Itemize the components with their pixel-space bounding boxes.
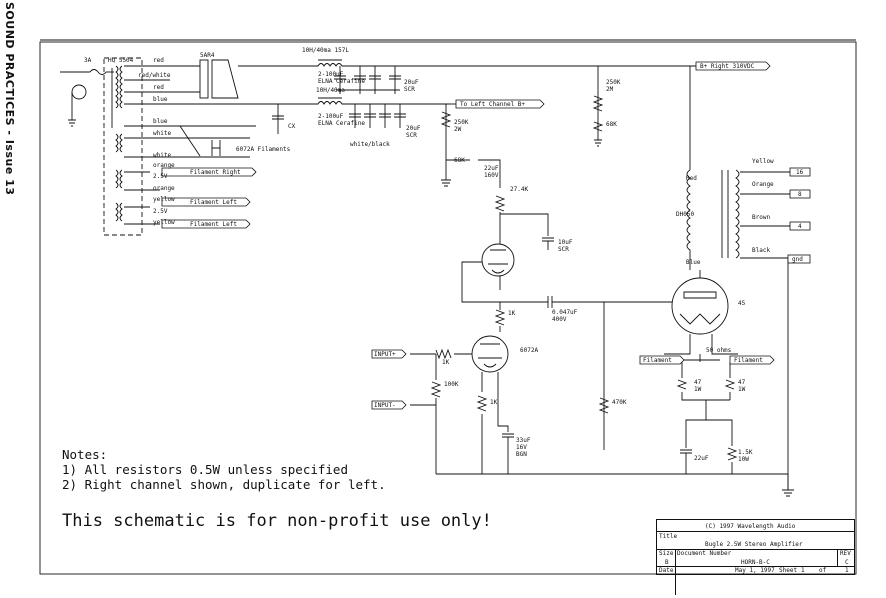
- tb-date-label: Date:: [659, 567, 678, 574]
- disclaimer: This schematic is for non-profit use onl…: [62, 511, 492, 531]
- cx-label: CX: [288, 123, 296, 130]
- brown-label: Brown: [752, 214, 770, 221]
- tag-fil-left2: Filament Left: [190, 221, 237, 228]
- transformer-label: HQ 5504: [108, 57, 134, 64]
- pin-gnd: gnd: [792, 256, 803, 263]
- orange-label: Orange: [752, 181, 774, 188]
- tb-sheet: 1: [801, 567, 805, 574]
- ground-icon: [68, 92, 76, 127]
- tb-size: B: [665, 559, 669, 566]
- wire-8: 2.5V: [153, 173, 168, 180]
- r470k-label: 470K: [612, 399, 627, 406]
- tb-rev: C: [845, 559, 849, 566]
- r100k-label: 100K: [444, 381, 459, 388]
- tag-input-minus: INPUT-: [374, 402, 396, 409]
- tag-fil-left1: Filament Left: [190, 199, 237, 206]
- fuse-icon: [89, 69, 107, 75]
- wire-3: blue: [153, 96, 168, 103]
- rectifier-tube: [199, 59, 209, 99]
- tb-doc-label: Document Number: [677, 550, 732, 557]
- tb-rev-label: REV: [840, 550, 851, 557]
- r274k-label: 27.4K: [510, 186, 528, 193]
- choke2-label: 10H/40ma: [316, 87, 345, 94]
- tb-date: May 1, 1997: [735, 567, 775, 574]
- choke-1: [300, 59, 450, 67]
- wire-9: orange: [153, 185, 175, 192]
- tb-copyright: (C) 1997 Wavelength Audio: [705, 523, 796, 530]
- tag-to-left: To Left Channel B+: [460, 101, 525, 108]
- tb-of: of: [819, 567, 827, 574]
- r68k-label: 68K: [454, 157, 465, 164]
- r1k-plate-label: 1K: [508, 310, 516, 317]
- ot-label: DH050: [676, 211, 694, 218]
- title-block: (C) 1997 Wavelength Audio Title Bugle 2.…: [656, 519, 855, 595]
- choke1-label: 10H/40ma 157L: [302, 47, 349, 54]
- power-plug-icon: [71, 84, 87, 100]
- wire-1: red/white: [138, 72, 171, 79]
- wire-4: blue: [153, 118, 168, 125]
- notes: Notes: 1) All resistors 0.5W unless spec…: [62, 447, 386, 492]
- tb-sheets: 1: [845, 567, 849, 574]
- pot-label: 50 ohms: [706, 347, 732, 354]
- tag-filament-a: Filament: [643, 357, 672, 364]
- notes-heading: Notes:: [62, 447, 108, 462]
- tube-6072a-upper: [481, 243, 515, 277]
- r68k-top-label: 68K: [606, 121, 617, 128]
- tag-b-plus-right: B+ Right 310VDC: [700, 63, 755, 70]
- wire-6: white: [153, 152, 171, 159]
- black-label: Black: [752, 247, 770, 254]
- note-1: 1) All resistors 0.5W unless specified: [62, 462, 348, 477]
- white-black-label: white/black: [350, 141, 390, 148]
- c22uf-label: 22uF: [694, 455, 709, 462]
- tag-input-plus: INPUT+: [374, 351, 396, 358]
- wire-2: red: [153, 84, 164, 91]
- blue-label: Blue: [686, 259, 701, 266]
- fuse-label: 3A: [84, 57, 92, 64]
- note-2: 2) Right channel shown, duplicate for le…: [62, 477, 386, 492]
- yellow-label: Yellow: [752, 158, 774, 165]
- rectifier-label: 5AR4: [200, 52, 215, 59]
- wire-5: white: [153, 130, 171, 137]
- wire-10: yellow: [153, 196, 175, 203]
- tb-sheet-label: Sheet: [779, 567, 798, 574]
- power-transformer: [103, 57, 143, 236]
- tag-fil-right: Filament Right: [190, 169, 241, 176]
- fil6072a-label: 6072A Filaments: [236, 146, 291, 153]
- r1k-cath-label: 1K: [490, 399, 498, 406]
- r1k-grid-label: 1K: [442, 359, 450, 366]
- output-transformer: [686, 169, 691, 270]
- pin-8: 8: [798, 191, 802, 198]
- tube-45: [671, 277, 729, 335]
- wire-12: yellow: [153, 219, 175, 226]
- sheet-border: [39, 41, 857, 575]
- wire-7: orange: [153, 162, 175, 169]
- tb-doc-number: HORN-B-C: [741, 559, 770, 566]
- wire-0: red: [153, 57, 164, 64]
- red-label: Red: [686, 175, 697, 182]
- tube-6072a-label: 6072A: [520, 347, 538, 354]
- tag-filament-b: Filament: [734, 357, 763, 364]
- pin-16: 16: [796, 169, 804, 176]
- tb-title: Bugle 2.5W Stereo Amplifier: [705, 541, 803, 548]
- wire-11: 2.5V: [153, 208, 168, 215]
- tb-size-label: Size: [659, 550, 674, 557]
- tube-45-label: 45: [738, 300, 746, 307]
- tb-title-label: Title: [659, 533, 678, 540]
- pin-4: 4: [798, 223, 802, 230]
